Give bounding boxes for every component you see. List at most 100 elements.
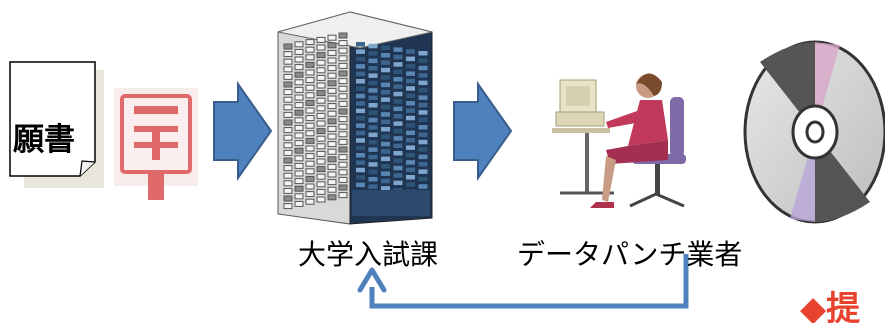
building-window — [305, 54, 315, 61]
building-window — [283, 157, 293, 164]
building-window — [356, 108, 365, 114]
building-window — [368, 162, 378, 167]
building-window — [418, 65, 428, 71]
building-window — [283, 119, 293, 126]
building-window — [283, 142, 293, 149]
note-text: 提 — [826, 289, 861, 323]
building-window — [327, 194, 337, 201]
building-window — [381, 53, 390, 58]
building-window — [406, 108, 415, 113]
building-window — [418, 110, 428, 115]
building-window — [356, 79, 365, 84]
building-window — [338, 169, 348, 176]
building-window — [305, 115, 315, 122]
building-window — [316, 44, 326, 51]
building-window — [338, 85, 348, 92]
building-window — [393, 99, 403, 104]
building-window — [305, 122, 315, 129]
building-window — [368, 110, 378, 115]
building-window — [393, 91, 403, 97]
building-window — [327, 95, 337, 102]
building-window — [305, 77, 315, 84]
postbox-icon — [114, 88, 198, 200]
building-window — [338, 138, 348, 145]
building-window — [381, 60, 390, 65]
building-window — [316, 105, 326, 112]
building-window — [381, 134, 390, 139]
building-window — [368, 117, 378, 123]
building-window — [368, 132, 378, 138]
building-window — [294, 86, 304, 93]
building-window — [294, 200, 304, 207]
building-window — [316, 128, 326, 135]
building-window — [305, 84, 315, 91]
building-window — [338, 108, 348, 115]
building-window — [327, 163, 337, 170]
building-window — [406, 71, 415, 76]
building-window — [305, 191, 315, 198]
building-window — [305, 153, 315, 160]
building-window — [338, 100, 348, 107]
cd-rom-icon — [743, 40, 885, 224]
building-window — [381, 75, 390, 80]
building-window — [418, 169, 428, 174]
building-window — [381, 149, 390, 154]
building-window — [294, 102, 304, 109]
building-window — [381, 45, 390, 51]
building-window — [338, 70, 348, 77]
building-window — [418, 162, 428, 167]
building-window — [316, 74, 326, 81]
building-window — [393, 84, 403, 89]
building-window — [283, 187, 293, 194]
building-window — [305, 39, 315, 46]
building-window — [393, 136, 403, 141]
building-window — [393, 69, 403, 75]
building-window — [356, 123, 365, 128]
building-window — [305, 46, 315, 53]
building-window — [283, 51, 293, 58]
building-window — [356, 116, 365, 121]
building-window — [305, 198, 315, 205]
building-window — [316, 90, 326, 97]
office-building-icon — [277, 11, 433, 225]
building-window — [356, 145, 365, 151]
typist-at-computer-icon — [552, 73, 686, 208]
building-window — [294, 155, 304, 162]
building-window — [338, 123, 348, 130]
building-window — [418, 147, 428, 152]
building-window — [406, 64, 415, 69]
building-window — [283, 149, 293, 156]
building-window — [294, 185, 304, 192]
building-window — [381, 82, 390, 88]
building-window — [338, 62, 348, 69]
building-window — [316, 143, 326, 150]
building-window — [356, 56, 365, 62]
building-window — [418, 184, 428, 189]
building-window — [283, 89, 293, 96]
building-window — [338, 161, 348, 168]
building-window — [381, 156, 390, 162]
building-window — [418, 51, 428, 56]
building-window — [356, 160, 365, 165]
building-window — [316, 196, 326, 203]
building-window — [294, 48, 304, 55]
building-window — [406, 175, 415, 180]
building-window — [283, 73, 293, 80]
building-window — [356, 175, 365, 180]
building-window — [316, 135, 326, 142]
building-window — [327, 118, 337, 125]
building-window — [418, 73, 428, 78]
building-window — [294, 140, 304, 147]
building-window — [406, 160, 415, 165]
building-window — [356, 49, 365, 54]
building-window — [338, 78, 348, 85]
building-window — [406, 138, 415, 143]
building-window — [338, 192, 348, 199]
building-window — [327, 57, 337, 64]
flow-arrow-1 — [213, 80, 273, 182]
building-window — [283, 66, 293, 73]
building-window — [305, 160, 315, 167]
building-window — [327, 148, 337, 155]
building-window — [381, 112, 390, 117]
building-window — [327, 133, 337, 140]
